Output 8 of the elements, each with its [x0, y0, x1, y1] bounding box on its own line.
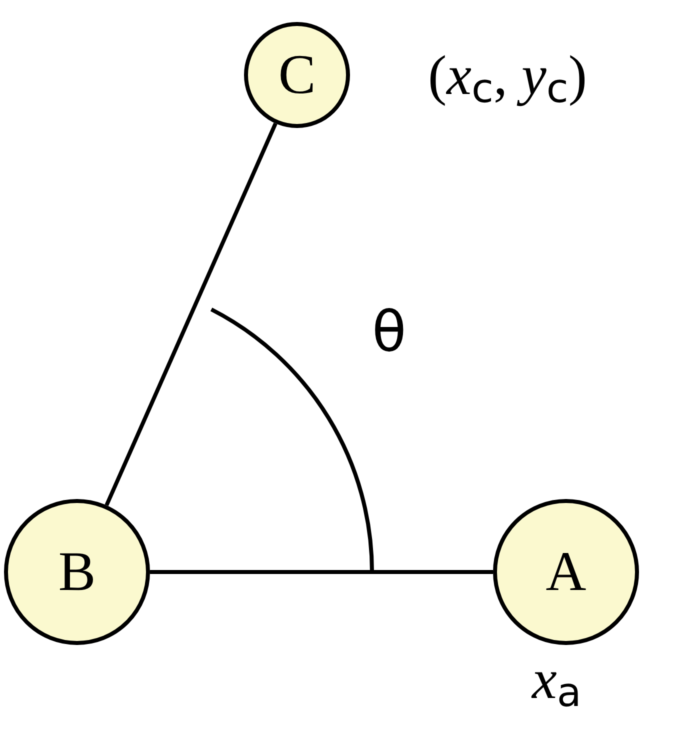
connector-line — [104, 122, 278, 506]
node-label: A — [546, 544, 586, 600]
coordinate-label: x$_{a}$ — [532, 652, 582, 713]
node-label: C — [278, 47, 316, 103]
node-label: B — [58, 544, 96, 600]
coordinate-label: (x$_{c}$, y$_{c}$) — [428, 48, 588, 109]
angle-label: θ — [372, 305, 406, 361]
connector-line — [150, 570, 493, 574]
